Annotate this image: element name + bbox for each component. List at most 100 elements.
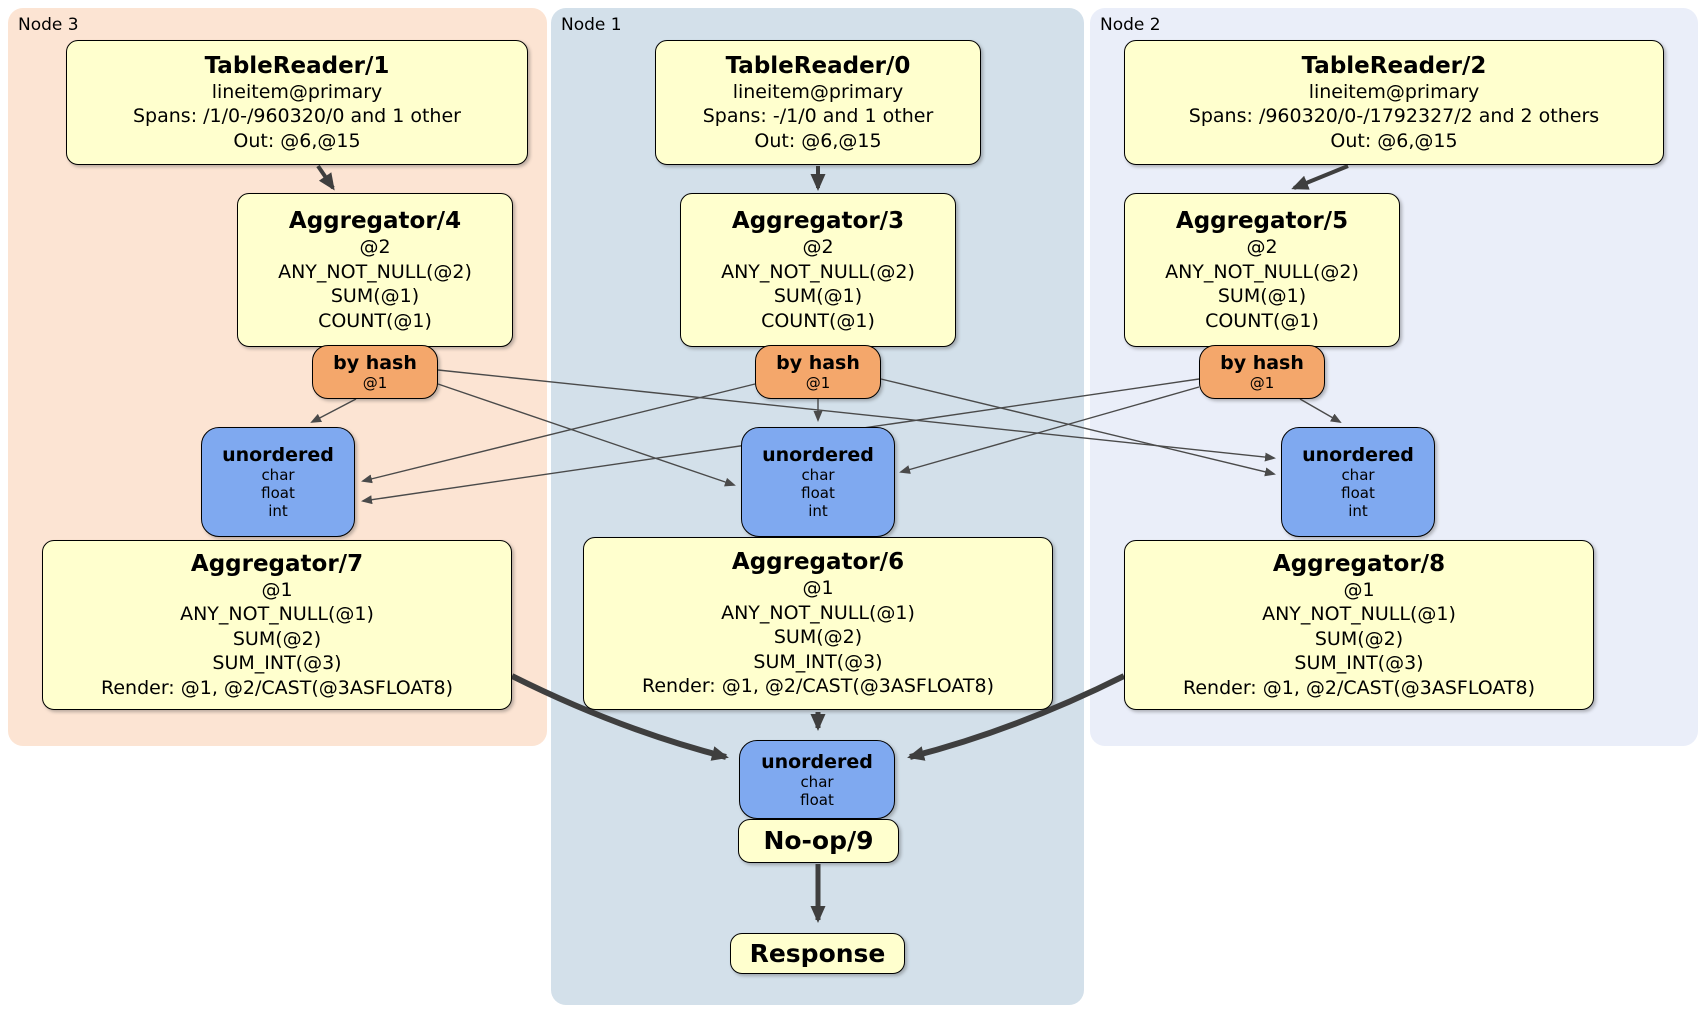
aggregator-8-box: Aggregator/8 @1 ANY_NOT_NULL(@1) SUM(@2)… xyxy=(1124,540,1594,710)
box-line: float xyxy=(800,790,834,809)
edge-hashL-syncC xyxy=(437,383,736,487)
tablereader-0-box: TableReader/0 lineitem@primary Spans: -/… xyxy=(655,40,981,165)
edge-hashC-syncR xyxy=(880,378,1276,477)
box-line: ANY_NOT_NULL(@2) xyxy=(278,260,472,283)
box-line: @1 xyxy=(362,374,388,392)
box-line: ANY_NOT_NULL(@1) xyxy=(180,603,374,626)
box-title: Aggregator/7 xyxy=(190,550,364,577)
box-title: unordered xyxy=(762,444,874,466)
box-line: COUNT(@1) xyxy=(318,309,432,332)
box-line: SUM_INT(@3) xyxy=(1294,652,1424,675)
box-line: int xyxy=(808,502,828,520)
aggregator-to-final-edges xyxy=(510,673,1126,761)
box-title: No-op/9 xyxy=(763,826,874,855)
box-title: by hash xyxy=(776,352,860,374)
edge-tr2-agg5 xyxy=(1291,164,1349,190)
box-title: Aggregator/4 xyxy=(288,208,462,234)
box-line: SUM(@2) xyxy=(232,627,322,650)
box-title: Aggregator/3 xyxy=(731,208,905,234)
hash-router-center-box: by hash @1 xyxy=(755,345,881,399)
edge-hashL-syncR xyxy=(437,369,1276,462)
node1-label: Node 1 xyxy=(561,15,622,35)
aggregator-7-box: Aggregator/7 @1 ANY_NOT_NULL(@1) SUM(@2)… xyxy=(42,540,512,710)
box-line: SUM_INT(@3) xyxy=(753,650,883,673)
aggregator-5-box: Aggregator/5 @2 ANY_NOT_NULL(@2) SUM(@1)… xyxy=(1124,193,1400,347)
box-line: COUNT(@1) xyxy=(1205,309,1319,332)
box-title: Aggregator/5 xyxy=(1175,208,1349,234)
box-line: Spans: /960320/0-/1792327/2 and 2 others xyxy=(1188,105,1600,128)
sync-unordered-center-box: unordered char float int xyxy=(741,427,895,537)
box-title: TableReader/1 xyxy=(204,52,390,79)
box-line: char xyxy=(261,466,295,484)
response-box: Response xyxy=(730,933,905,974)
box-title: Response xyxy=(749,938,886,968)
box-line: char xyxy=(801,466,835,484)
sync-unordered-right-box: unordered char float int xyxy=(1281,427,1435,537)
box-line: float xyxy=(261,484,295,502)
box-line: SUM(@1) xyxy=(1217,285,1307,307)
box-line: @1 xyxy=(1343,578,1375,601)
box-line: SUM(@1) xyxy=(330,285,420,307)
aggregator-3-box: Aggregator/3 @2 ANY_NOT_NULL(@2) SUM(@1)… xyxy=(680,193,956,347)
box-line: @2 xyxy=(359,236,391,258)
box-line: Out: @6,@15 xyxy=(754,129,882,152)
box-line: int xyxy=(1348,502,1368,520)
hash-router-left-box: by hash @1 xyxy=(312,345,438,399)
box-line: ANY_NOT_NULL(@2) xyxy=(721,260,915,283)
box-line: Out: @6,@15 xyxy=(1330,129,1458,152)
box-line: lineitem@primary xyxy=(211,80,383,103)
box-title: unordered xyxy=(761,750,873,773)
box-line: SUM_INT(@3) xyxy=(212,652,342,675)
box-line: COUNT(@1) xyxy=(761,309,875,332)
box-line: int xyxy=(268,502,288,520)
hash-router-right-box: by hash @1 xyxy=(1199,345,1325,399)
aggregator-6-box: Aggregator/6 @1 ANY_NOT_NULL(@1) SUM(@2)… xyxy=(583,537,1053,710)
box-line: @2 xyxy=(802,236,834,258)
box-line: ANY_NOT_NULL(@1) xyxy=(721,601,915,624)
box-line: @1 xyxy=(1249,374,1275,392)
edge-hashR-syncC xyxy=(899,386,1200,474)
box-line: float xyxy=(1341,484,1375,502)
box-line: @1 xyxy=(805,374,831,392)
box-line: Render: @1, @2/CAST(@3ASFLOAT8) xyxy=(642,675,994,698)
box-line: Out: @6,@15 xyxy=(233,129,361,152)
tablereader-1-box: TableReader/1 lineitem@primary Spans: /1… xyxy=(66,40,528,165)
box-line: @2 xyxy=(1246,236,1278,258)
edge-agg8-final xyxy=(907,673,1126,761)
box-line: lineitem@primary xyxy=(732,80,904,103)
node3-label: Node 3 xyxy=(18,15,79,35)
edge-hashR-syncR xyxy=(1299,398,1342,423)
tablereader-2-box: TableReader/2 lineitem@primary Spans: /9… xyxy=(1124,40,1664,165)
reader-to-aggregator-edges xyxy=(316,164,1349,191)
box-title: Aggregator/6 xyxy=(731,549,905,576)
box-line: SUM(@2) xyxy=(773,626,863,649)
box-line: @1 xyxy=(802,577,834,600)
box-line: float xyxy=(801,484,835,502)
box-line: ANY_NOT_NULL(@2) xyxy=(1165,260,1359,283)
box-title: TableReader/0 xyxy=(725,52,911,79)
sync-unordered-final-box: unordered char float xyxy=(739,740,895,819)
box-title: unordered xyxy=(222,444,334,466)
edge-hashC-syncL xyxy=(361,383,756,484)
box-line: char xyxy=(800,772,834,791)
edge-hashL-syncL xyxy=(310,398,357,423)
box-title: by hash xyxy=(1220,352,1304,374)
box-line: Render: @1, @2/CAST(@3ASFLOAT8) xyxy=(1183,676,1535,699)
box-line: SUM(@2) xyxy=(1314,627,1404,650)
box-title: Aggregator/8 xyxy=(1272,550,1446,577)
box-line: Spans: -/1/0 and 1 other xyxy=(702,105,934,128)
sync-unordered-left-box: unordered char float int xyxy=(201,427,355,537)
box-line: @1 xyxy=(261,578,293,601)
box-line: ANY_NOT_NULL(@1) xyxy=(1262,603,1456,626)
noop-9-box: No-op/9 xyxy=(738,819,899,863)
box-title: TableReader/2 xyxy=(1301,52,1487,79)
node2-label: Node 2 xyxy=(1100,15,1161,35)
edge-agg7-final xyxy=(510,673,729,761)
box-line: Spans: /1/0-/960320/0 and 1 other xyxy=(133,105,461,128)
box-title: unordered xyxy=(1302,444,1414,466)
edge-tr1-agg4 xyxy=(316,164,335,191)
box-line: SUM(@1) xyxy=(773,285,863,307)
box-line: Render: @1, @2/CAST(@3ASFLOAT8) xyxy=(101,676,453,699)
box-title: by hash xyxy=(333,352,417,374)
